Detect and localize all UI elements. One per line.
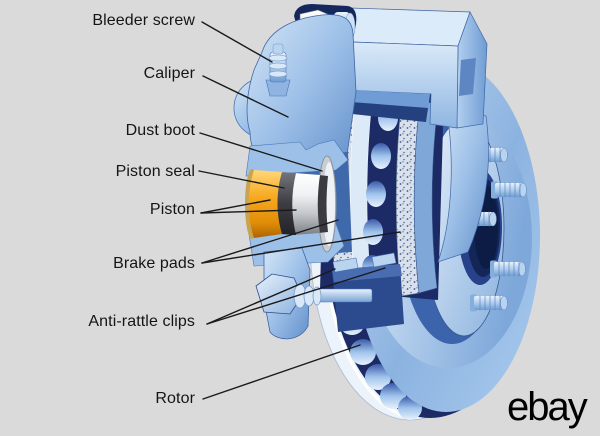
caliper-outer-arm — [437, 107, 489, 263]
piston-cylinder — [290, 173, 320, 235]
anti-rattle-clip-parts — [332, 252, 397, 273]
label-anti-rattle-clips: Anti-rattle clips — [88, 313, 195, 330]
bleeder-screw-part — [265, 43, 291, 97]
label-brake-pads: Brake pads — [113, 255, 195, 272]
label-dust-boot: Dust boot — [125, 122, 195, 139]
label-piston: Piston — [149, 201, 195, 218]
label-caliper: Caliper — [143, 65, 195, 82]
label-bleeder-screw: Bleeder screw — [92, 12, 195, 29]
ebay-logo: ebay — [507, 385, 588, 429]
piston-seal-orange — [248, 170, 282, 238]
label-rotor: Rotor — [155, 390, 195, 407]
leader-lines — [198, 21, 401, 400]
piston-group — [245, 155, 337, 253]
label-piston-seal: Piston seal — [115, 163, 195, 180]
